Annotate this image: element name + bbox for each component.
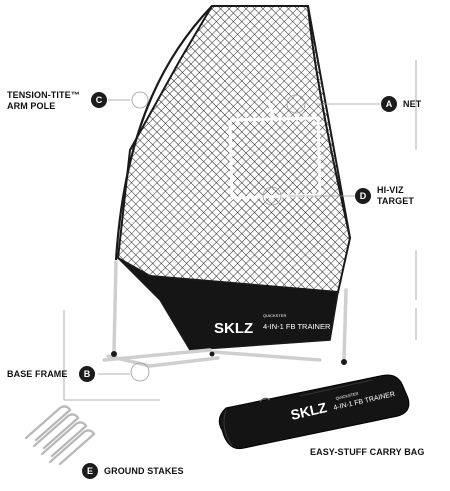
badge-c: C xyxy=(91,92,107,108)
net xyxy=(114,5,352,351)
tension-tite-label-line2: ARM POLE xyxy=(7,101,56,111)
ground-stakes-label: GROUND STAKES xyxy=(104,466,184,476)
base-frame-label: BASE FRAME xyxy=(7,369,68,379)
badge-d: D xyxy=(355,188,371,204)
hi-viz-label-line1: HI-VIZ xyxy=(377,185,404,195)
pocket-product-name: 4-IN-1 FB TRAINER xyxy=(263,322,331,331)
bag-subbrand: QUICKSTER xyxy=(335,391,359,401)
leader-lines xyxy=(63,60,417,401)
badge-b: B xyxy=(79,366,95,382)
hi-viz-label: HI-VIZ TARGET xyxy=(377,185,414,207)
carry-bag xyxy=(218,374,410,450)
tension-tite-label-line1: TENSION-TITE™ xyxy=(7,90,80,100)
badge-a: A xyxy=(381,96,397,112)
net-label: NET xyxy=(403,99,422,109)
badge-e: E xyxy=(82,463,98,479)
hi-viz-label-line2: TARGET xyxy=(377,196,414,206)
hi-viz-target xyxy=(228,99,322,200)
carry-bag-label: EASY-STUFF CARRY BAG xyxy=(310,447,425,457)
pocket-brand: SKLZ xyxy=(214,320,253,337)
base-frame xyxy=(102,260,348,368)
ground-stakes xyxy=(24,405,96,466)
tension-tite-label: TENSION-TITE™ ARM POLE xyxy=(7,90,80,112)
frame-feet xyxy=(111,351,347,365)
pocket-subbrand: QUICKSTER xyxy=(263,313,286,318)
